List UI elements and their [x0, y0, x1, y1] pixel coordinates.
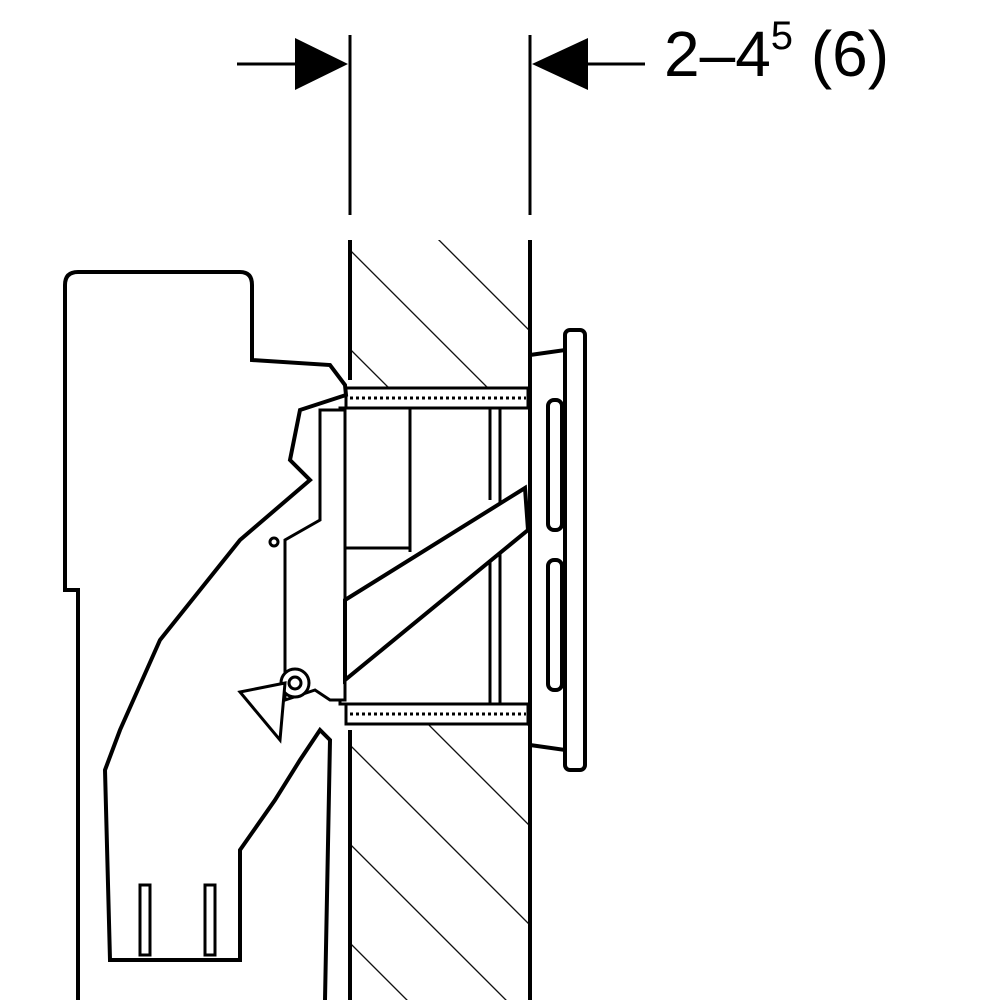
dimension-superscript: 5	[770, 14, 794, 58]
arrow-left-icon	[532, 38, 588, 90]
arrow-right-icon	[295, 38, 348, 90]
actuation-rod	[343, 484, 531, 685]
dimension-alternate: (6)	[810, 18, 890, 90]
mounting-sleeve	[344, 386, 530, 726]
dimension-range: 2–4	[664, 18, 771, 90]
dimension-label: 2–45 (6)	[664, 16, 889, 86]
flush-plate	[528, 328, 587, 772]
valve-body	[138, 408, 347, 957]
wall	[348, 240, 532, 1000]
cistern	[63, 270, 349, 1000]
dimension-lines	[237, 35, 645, 215]
